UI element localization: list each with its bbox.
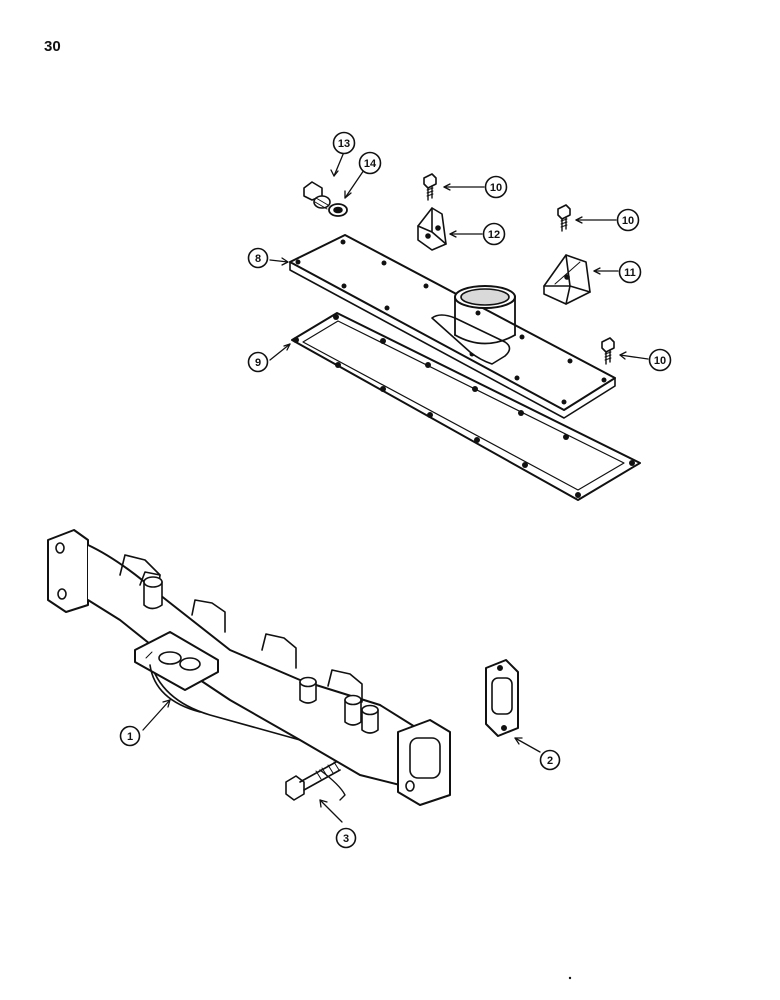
page-number: 30 [44,38,61,55]
callout-circle [119,725,141,747]
callout-label: 2 [547,755,553,767]
callout-circle [332,131,356,155]
callout-circle [358,151,382,175]
washer [328,203,348,217]
callout-c11: 11 [618,260,642,284]
exhaust-manifold [47,529,451,806]
callout-circle [482,222,506,246]
cover-plate [289,234,616,419]
callout-label: 10 [654,355,666,367]
callout-circle [539,749,561,771]
callout-circle [616,208,640,232]
callout-c8: 8 [247,247,269,269]
cover-gasket [291,312,641,501]
callout-label: 8 [255,253,261,265]
bolt-cover-plate [601,337,615,365]
bolt-bracket-12 [423,173,437,201]
callout-c2: 2 [539,749,561,771]
callout-c9: 9 [247,351,269,373]
callout-label: 13 [338,138,350,150]
support-bracket [543,254,591,305]
callout-label: 14 [364,158,377,170]
callout-circle [484,175,508,199]
callout-circle [247,351,269,373]
callout-label: 10 [622,215,634,227]
callout-c10a: 10 [484,175,508,199]
callout-c3: 3 [335,827,357,849]
callout-label: 10 [490,182,502,194]
callout-circle [247,247,269,269]
callout-c10b: 10 [616,208,640,232]
small-bracket [417,207,447,251]
callout-label: 9 [255,357,261,369]
callout-circle [648,348,672,372]
manifold-bolt [285,761,341,801]
callout-c1: 1 [119,725,141,747]
scan-speck [568,976,572,980]
callout-label: 12 [488,229,500,241]
callout-label: 11 [624,267,636,279]
plug [303,181,331,210]
callout-label: 3 [343,833,349,845]
callout-c12: 12 [482,222,506,246]
callout-circle [618,260,642,284]
callout-circle [335,827,357,849]
leader-lines [142,151,649,823]
callout-label: 1 [127,731,133,743]
manifold-gasket [485,659,519,737]
callout-c14: 14 [358,151,382,175]
bolt-bracket-11 [557,204,571,232]
callout-c13: 13 [332,131,356,155]
callout-c10c: 10 [648,348,672,372]
